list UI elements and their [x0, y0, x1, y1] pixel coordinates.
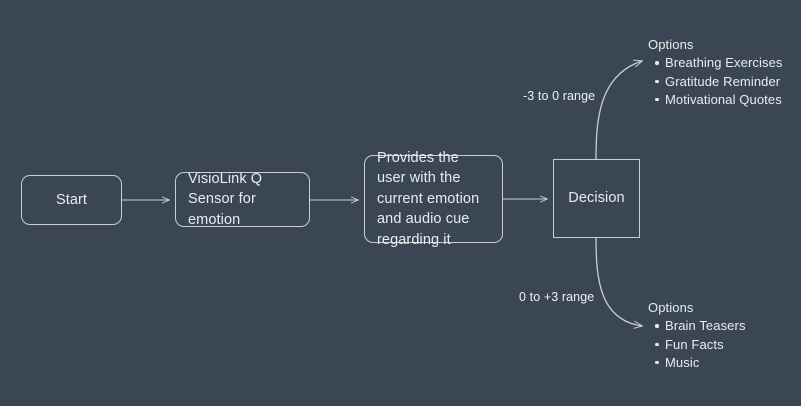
options-list-top-title: Options — [648, 37, 694, 52]
edge-decision-to-options-bottom — [595, 237, 642, 326]
options-list-top-items: Breathing Exercises Gratitude Reminder M… — [648, 54, 783, 108]
node-visiolink-sensor[interactable]: VisioLink Q Sensor for emotion — [175, 171, 310, 228]
node-visiolink-sensor-label: VisioLink Q Sensor for emotion — [188, 170, 263, 228]
edge-decision-to-options-top — [595, 61, 642, 160]
list-item[interactable]: Brain Teasers — [655, 318, 746, 334]
list-item[interactable]: Motivational Quotes — [655, 91, 782, 107]
list-item[interactable]: Gratitude Reminder — [655, 73, 783, 90]
node-provides-user-info-label: Provides the user with the current emoti… — [377, 149, 480, 248]
edge-label-positive-range: 0 to +3 range — [519, 290, 595, 304]
list-item[interactable]: Fun Facts — [655, 336, 746, 353]
options-list-bottom-items: Brain Teasers Fun Facts Music — [648, 317, 746, 371]
options-list-bottom-title: Options — [648, 300, 694, 315]
node-start[interactable]: Start — [21, 175, 122, 225]
node-decision-label: Decision — [568, 190, 625, 207]
node-start-label: Start — [55, 191, 88, 208]
options-list-bottom: Options Brain Teasers Fun Facts Music — [648, 299, 746, 372]
node-provides-user-info[interactable]: Provides the user with the current emoti… — [364, 150, 503, 248]
list-item[interactable]: Breathing Exercises — [655, 55, 783, 71]
edge-label-negative-range: -3 to 0 range — [523, 89, 596, 103]
node-decision[interactable]: Decision — [553, 159, 640, 238]
options-list-top: Options Breathing Exercises Gratitude Re… — [648, 36, 783, 109]
list-item[interactable]: Music — [655, 354, 746, 371]
